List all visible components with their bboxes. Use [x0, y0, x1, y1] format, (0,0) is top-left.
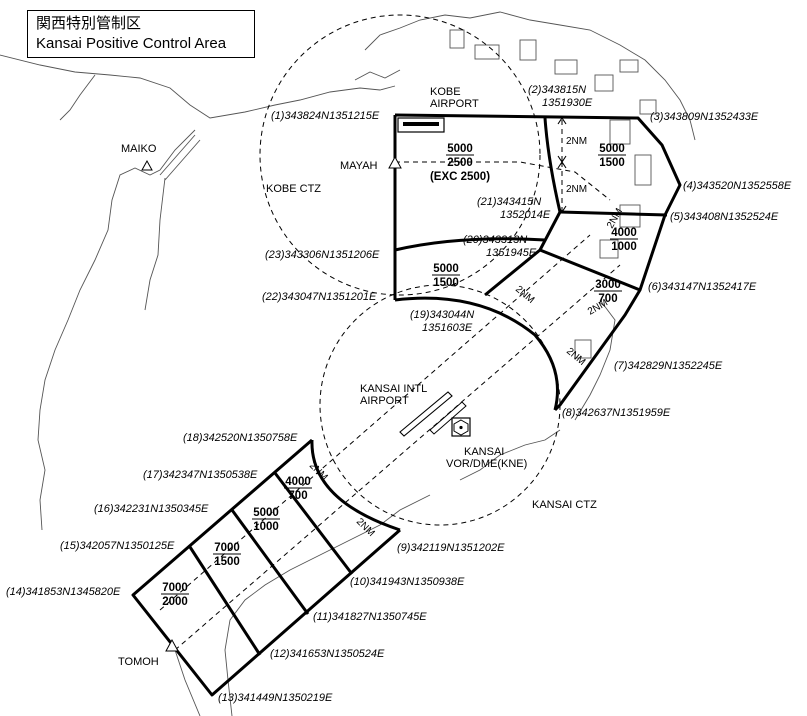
vor-dme-icon — [451, 417, 471, 437]
alt-2-bottom: 1500 — [599, 157, 625, 169]
distance-label-5: 2NM — [564, 346, 587, 368]
point-label-11: (11)341827N1350745E — [313, 611, 427, 623]
point-label-15: (15)342057N1350125E — [60, 540, 175, 552]
point-label-19b: 1351603E — [422, 322, 473, 334]
alt-8-top: 7000 — [214, 542, 240, 554]
point-label-1: (1)343824N1351215E — [271, 110, 380, 122]
tomoh-triangle-icon — [165, 638, 179, 652]
point-label-7: (7)342829N1352245E — [614, 360, 723, 372]
point-label-20a: (20)343313N — [463, 234, 527, 246]
place-labels: KOBE AIRPORT MAIKO MAYAH KOBE CTZ KANSAI… — [118, 86, 597, 668]
kobe-airport-label-2: AIRPORT — [430, 98, 479, 110]
kansai-airport-label-1: KANSAI INTL — [360, 383, 427, 395]
tomoh-label: TOMOH — [118, 656, 159, 668]
kansai-ctz-label: KANSAI CTZ — [532, 499, 597, 511]
kobe-airport-label-1: KOBE — [430, 86, 461, 98]
point-label-4: (4)343520N1352558E — [683, 180, 792, 192]
point-label-18: (18)342520N1350758E — [183, 432, 298, 444]
point-label-17: (17)342347N1350538E — [143, 469, 258, 481]
point-label-3: (3)343809N1352433E — [650, 111, 759, 123]
kansai-vor-label-2: VOR/DME(KNE) — [446, 458, 527, 470]
alt-3-bottom: 1000 — [611, 241, 637, 253]
alt-4-bottom: 700 — [598, 293, 617, 305]
alt-6-bottom: 700 — [288, 490, 307, 502]
point-label-13: (13)341449N1350219E — [218, 692, 333, 704]
airspace-boundaries — [131, 113, 682, 697]
point-label-19a: (19)343044N — [410, 309, 474, 321]
alt-2-top: 5000 — [599, 143, 625, 155]
kobe-ctz-label: KOBE CTZ — [266, 183, 321, 195]
alt-1-top: 5000 — [447, 143, 473, 155]
point-label-21b: 1352014E — [500, 209, 551, 221]
point-label-6: (6)343147N1352417E — [648, 281, 757, 293]
point-label-5: (5)343408N1352524E — [670, 211, 779, 223]
approach-lines — [159, 161, 621, 651]
point-label-16: (16)342231N1350345E — [94, 503, 209, 515]
alt-8-bottom: 1500 — [214, 556, 240, 568]
kobe-island-shapes — [449, 29, 657, 359]
point-label-12: (12)341653N1350524E — [270, 648, 385, 660]
map-title-japanese: 関西特別管制区 — [36, 15, 142, 32]
point-label-22: (22)343047N1351201E — [262, 291, 377, 303]
maiko-label: MAIKO — [121, 143, 157, 155]
point-label-20b: 1351945E — [486, 247, 537, 259]
altitude-labels: 5000 2500 (EXC 2500) 5000 1500 4000 1000… — [161, 143, 638, 608]
alt-7-top: 5000 — [253, 507, 279, 519]
alt-1-note: (EXC 2500) — [430, 171, 490, 183]
point-label-8: (8)342637N1351959E — [562, 407, 671, 419]
maiko-triangle-icon — [141, 159, 153, 171]
alt-9-top: 7000 — [162, 582, 188, 594]
alt-3-top: 4000 — [611, 227, 637, 239]
point-labels: (1)343824N1351215E (2)343815N 1351930E (… — [6, 84, 792, 704]
alt-4-top: 3000 — [595, 279, 621, 291]
distance-labels: 2NM 2NM 2NM 2NM 2NM 2NM 2NM 2NM — [307, 136, 625, 539]
kobe-ctz-circle — [259, 14, 541, 296]
mayah-label: MAYAH — [340, 160, 378, 172]
mayah-triangle-icon — [388, 155, 402, 169]
alt-6-top: 4000 — [285, 476, 311, 488]
distance-label-1: 2NM — [566, 136, 587, 147]
alt-7-bottom: 1000 — [253, 521, 279, 533]
kansai-airport-label-2: AIRPORT — [360, 395, 409, 407]
point-label-2b: 1351930E — [542, 97, 593, 109]
point-label-23: (23)343306N1351206E — [265, 249, 380, 261]
kansai-airport-symbol — [399, 391, 467, 437]
kobe-airport-symbol — [397, 117, 445, 133]
distance-markers — [557, 117, 567, 213]
alt-1-bottom: 2500 — [447, 157, 473, 169]
distance-label-2: 2NM — [566, 184, 587, 195]
map-title-english: Kansai Positive Control Area — [36, 35, 227, 52]
point-label-10: (10)341943N1350938E — [350, 576, 465, 588]
point-label-2a: (2)343815N — [528, 84, 586, 96]
alt-5-top: 5000 — [433, 263, 459, 275]
alt-9-bottom: 2000 — [162, 596, 188, 608]
point-label-9: (9)342119N1351202E — [397, 542, 505, 554]
alt-5-bottom: 1500 — [433, 277, 459, 289]
kansai-vor-label-1: KANSAI — [464, 446, 504, 458]
distance-label-3: 2NM — [513, 284, 536, 306]
point-label-21a: (21)343415N — [477, 196, 541, 208]
map-title-box: 関西特別管制区 Kansai Positive Control Area — [27, 10, 255, 58]
point-label-14: (14)341853N1345820E — [6, 586, 121, 598]
